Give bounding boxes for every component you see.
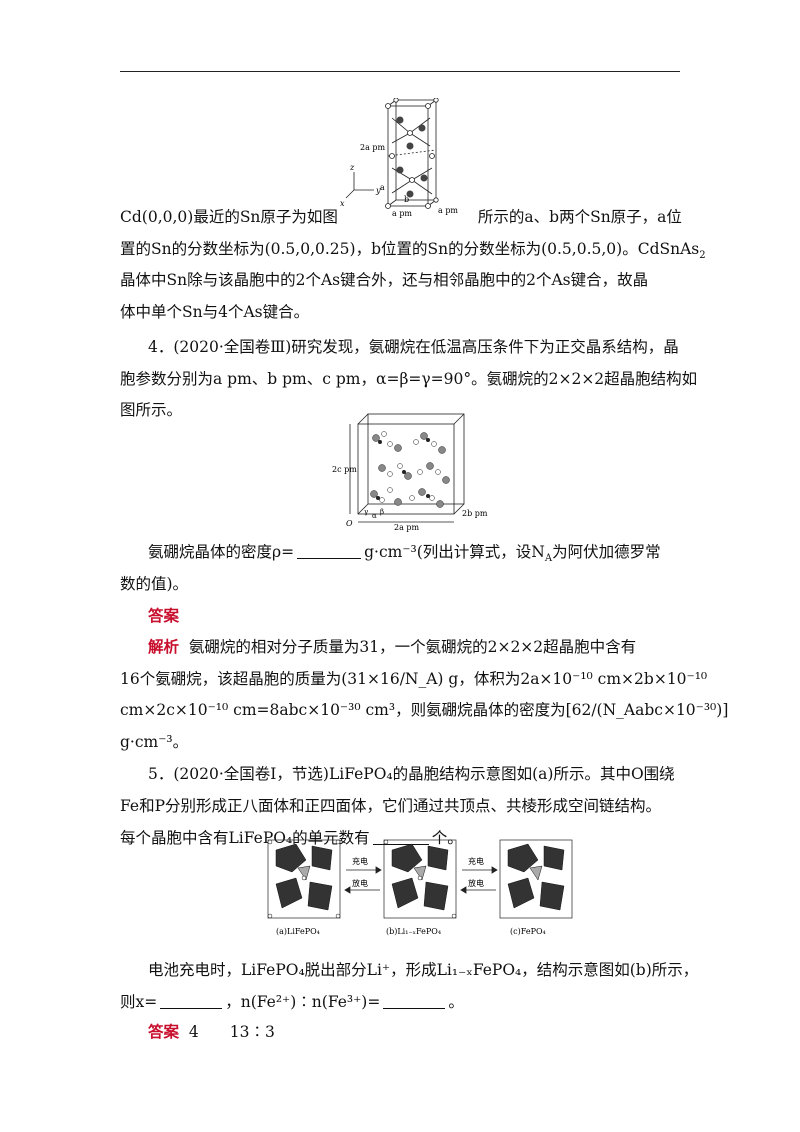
caption-b: (b)Li₁₋ₓFePO₄ — [386, 927, 441, 936]
label-gamma: γ — [364, 508, 368, 516]
q5-line3-pre: 每个晶胞中含有LiFePO₄的单元数有 — [120, 829, 370, 847]
para1-line1-before: Cd(0,0,0)最近的Sn原子为如图 — [120, 208, 338, 226]
label-a-pm-right: a pm — [438, 206, 458, 215]
para1-line2-sub: 2 — [699, 250, 706, 262]
q5-line5: 则x= ，n(Fe²⁺)∶n(Fe³⁺)= 。 — [120, 992, 464, 1012]
q4-line1: 4．(2020·全国卷Ⅲ)研究发现，氨硼烷在低温高压条件下为正交晶系结构，晶 — [148, 338, 679, 356]
q5-answer-line: 答案 4 13∶3 — [148, 1022, 275, 1042]
para1-line4: 体中单个Sn与4个As键合。 — [120, 303, 310, 321]
para1-line3: 晶体中Sn除与该晶胞中的2个As键合外，还与相邻晶胞中的2个As键合，故晶 — [120, 271, 649, 289]
q5-line1: 5．(2020·全国卷Ⅰ，节选)LiFePO₄的晶胞结构示意图如(a)所示。其中… — [148, 765, 675, 783]
q4-analysis-line3: cm×2c×10⁻¹⁰ cm=8abc×10⁻³⁰ cm³，则氨硼烷晶体的密度为… — [120, 701, 729, 719]
q5-line2: Fe和P分别形成正八面体和正四面体，它们通过共顶点、共棱形成空间链结构。 — [120, 797, 662, 815]
q4-ask1-pre: 氨硼烷晶体的密度ρ= — [148, 543, 295, 561]
q4-line2: 胞参数分别为a pm、b pm、c pm，α=β=γ=90°。氨硼烷的2×2×2… — [120, 370, 698, 388]
charge-label-1: 充电 — [352, 856, 368, 866]
q5-line3-post: 个。 — [431, 829, 463, 847]
q4-analysis-line4: g·cm⁻³。 — [120, 733, 189, 751]
q4-line3: 图所示。 — [120, 401, 183, 419]
q4-ask1-sub: A — [544, 553, 553, 565]
label-alpha: α — [372, 512, 377, 520]
q5-line5-pre: 则x= — [120, 993, 158, 1011]
para1-line2: 置的Sn的分数坐标为(0.5,0,0.25)，b位置的Sn的分数坐标为(0.5,… — [120, 239, 706, 262]
label-2a-pm: 2a pm — [360, 143, 386, 152]
q4-analysis-text1: 氨硼烷的相对分子质量为31，一个氨硼烷的2×2×2超晶胞中含有 — [188, 638, 637, 656]
para1-line1-after: 所示的a、b两个Sn原子，a位 — [477, 208, 682, 226]
unit-count-answer-blank[interactable] — [372, 830, 429, 845]
discharge-label-1: 放电 — [352, 878, 368, 888]
header-rule — [120, 71, 680, 72]
density-answer-blank[interactable] — [297, 544, 362, 559]
q4-answer-label: 答案 — [148, 606, 180, 625]
axis-y-label: y — [375, 186, 381, 195]
axis-x-label: x — [340, 199, 345, 208]
fe-ratio-answer-blank[interactable] — [383, 994, 446, 1009]
q4-analysis-line1: 解析 氨硼烷的相对分子质量为31，一个氨硼烷的2×2×2超晶胞中含有 — [148, 637, 636, 657]
ammonia-borane-supercell-figure: 2c pm 2a pm 2b pm O α β γ — [332, 413, 488, 532]
q4-analysis-label: 解析 — [148, 637, 180, 656]
label-point-b: b — [404, 195, 409, 204]
charge-label-2: 充电 — [468, 856, 484, 866]
label-beta: β — [380, 508, 384, 516]
label-2a-pm-bottom: 2a pm — [394, 523, 420, 532]
para1-line2-text: 置的Sn的分数坐标为(0.5,0,0.25)，b位置的Sn的分数坐标为(0.5,… — [120, 240, 700, 258]
para1-line1: Cd(0,0,0)最近的Sn原子为如图 所示的a、b两个Sn原子，a位 — [120, 207, 682, 227]
q4-ask1-end: 为阿伏加德罗常 — [552, 543, 661, 561]
q4-analysis-line2: 16个氨硼烷，该超晶胞的质量为(31×16/N_A) g，体积为2a×10⁻¹⁰… — [120, 670, 708, 688]
cdsnas2-cell-figure: z y x 2a pm a pm a pm a b — [340, 98, 458, 218]
label-2c-pm: 2c pm — [332, 465, 357, 474]
q5-line5-mid: ，n(Fe²⁺)∶n(Fe³⁺)= — [225, 993, 381, 1011]
q5-line5-end: 。 — [448, 993, 464, 1011]
label-2b-pm: 2b pm — [462, 509, 488, 518]
q4-ask-line1: 氨硼烷晶体的密度ρ= g·cm⁻³(列出计算式，设NA为阿伏加德罗常 — [148, 542, 661, 565]
q4-ask-line2: 数的值)。 — [120, 575, 189, 593]
label-origin-O: O — [346, 519, 353, 528]
caption-a: (a)LiFePO₄ — [276, 927, 320, 936]
label-point-a: a — [380, 183, 385, 192]
q5-line4: 电池充电时，LiFePO₄脱出部分Li⁺，形成Li₁₋ₓFePO₄，结构示意图如… — [148, 961, 699, 979]
lifepo4-cycle-figure: 充电 放电 充电 放电 (a)LiFePO₄ (b)Li₁₋ₓFePO₄ (c)… — [267, 839, 573, 936]
axis-z-label: z — [349, 163, 355, 172]
q5-answer-values: 4 13∶3 — [188, 1023, 275, 1041]
label-a-pm-bottom: a pm — [392, 209, 412, 218]
x-answer-blank[interactable] — [160, 994, 223, 1009]
q4-ask1-post: g·cm⁻³(列出计算式，设N — [364, 543, 545, 561]
q5-line3: 每个晶胞中含有LiFePO₄的单元数有 个。 — [120, 828, 463, 848]
caption-c: (c)FePO₄ — [510, 927, 546, 936]
q5-answer-label: 答案 — [148, 1022, 180, 1041]
discharge-label-2: 放电 — [468, 878, 484, 888]
